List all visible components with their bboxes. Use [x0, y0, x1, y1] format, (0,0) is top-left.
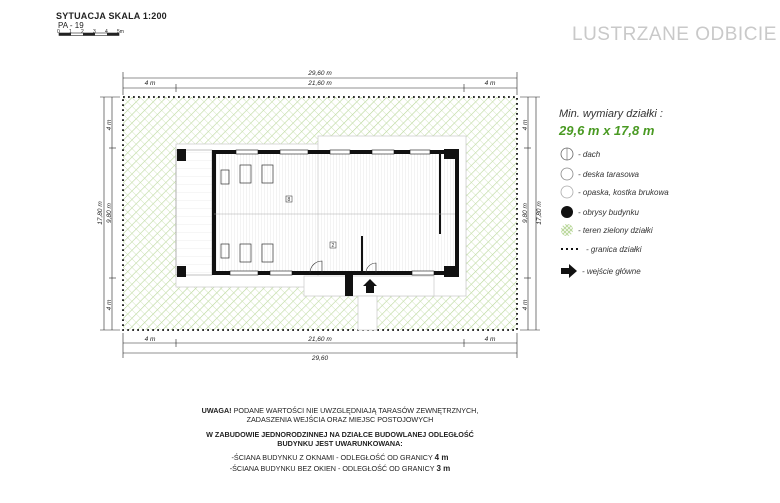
project-code: PA - 19 [58, 21, 84, 30]
legend-item-opaska: - opaska, kostka brukowa [560, 185, 669, 199]
windows [229, 149, 435, 276]
scale-tick: 2 [81, 29, 84, 35]
entrance-arrow-icon [363, 279, 377, 293]
circle-icon [560, 185, 574, 199]
dim-top-total: 29,60 m [307, 70, 332, 77]
dim-left-bottom: 4 m [106, 299, 113, 310]
room-label: 2 [332, 243, 335, 249]
legend-item-granica: - granica działki [560, 242, 642, 256]
dim-left-top: 4 m [106, 119, 113, 130]
arrow-right-icon [561, 264, 577, 278]
legend-item-dach: - dach [560, 147, 600, 161]
plot-boundary [122, 96, 518, 331]
note-text: -ŚCIANA BUDYNKU BEZ OKIEN - ODLEGŁOŚĆ OD… [229, 464, 437, 473]
legend-label: - granica działki [586, 244, 642, 254]
dim-bottom-left: 4 m [145, 336, 156, 343]
note-text: -ŚCIANA BUDYNKU Z OKNAMI - ODLEGŁOŚĆ OD … [231, 453, 435, 462]
note-line-1: UWAGA! PODANE WARTOŚCI NIE UWZGLĘDNIAJĄ … [120, 406, 560, 415]
room-label: 8 [288, 197, 291, 203]
note-value: 3 m [436, 464, 451, 473]
dim-top-inner: 21,60 m [307, 80, 332, 87]
circle-icon [560, 167, 574, 181]
legend-label: - dach [578, 149, 601, 159]
dim-top-right: 4 m [485, 80, 496, 87]
doors [309, 260, 377, 274]
dim-right-total: 17,80 m [536, 201, 543, 225]
dim-bottom-right: 4 m [485, 336, 496, 343]
note-line-5: -ŚCIANA BUDYNKU Z OKNAMI - ODLEGŁOŚĆ OD … [120, 453, 560, 462]
min-plot-label: Min. wymiary działki : [559, 108, 663, 120]
dim-top-left: 4 m [145, 80, 156, 87]
note-line-6: -ŚCIANA BUDYNKU BEZ OKIEN - ODLEGŁOŚĆ OD… [120, 464, 560, 473]
scale-tick: 1 [69, 29, 72, 35]
legend-label: - wejście główne [582, 266, 641, 276]
min-plot-value: 29,6 m x 17,8 m [559, 123, 655, 138]
terrace [175, 149, 213, 276]
dimension-lines [100, 72, 540, 358]
dim-left-mid: 9,80 m [106, 202, 113, 222]
note-line-3: W ZABUDOWIE JEDNORODZINNEJ NA DZIAŁCE BU… [206, 430, 474, 439]
scale-tick: 3 [93, 29, 96, 35]
dim-right-mid: 9,80 m [522, 202, 529, 222]
dotted-line-icon [561, 248, 581, 250]
dim-bottom-total: 29,60 [311, 355, 329, 362]
note-line-2: ZADASZENIA WEJŚCIA ORAZ MIEJSC POSTOJOWY… [246, 415, 434, 424]
legend-label: - deska tarasowa [578, 169, 639, 179]
note-warning: UWAGA! [201, 406, 232, 415]
legend-label: - teren zielony działki [578, 225, 653, 235]
scale-ticks: 0 1 2 3 4 5m [57, 29, 137, 35]
note-value: 4 m [434, 453, 449, 462]
scale-tick: 4 [105, 29, 108, 35]
legend-item-obrysy: - obrysy budynku [560, 205, 639, 219]
legend-item-deska: - deska tarasowa [560, 167, 639, 181]
dim-bottom-inner: 21,60 m [307, 336, 332, 343]
green-hatch-icon [561, 224, 573, 236]
note-line-4: BUDYNKU JEST UWARUNKOWANA: [277, 439, 403, 448]
note-text: PODANE WARTOŚCI NIE UWZGLĘDNIAJĄ TARASÓW… [231, 406, 479, 415]
legend-label: - obrysy budynku [578, 207, 639, 217]
dim-right-bottom: 4 m [522, 299, 529, 310]
drawing-title: SYTUACJA SKALA 1:200 [56, 11, 167, 21]
legend-item-wejscie: - wejście główne [560, 264, 641, 278]
fixtures [214, 164, 455, 263]
dim-right-top: 4 m [522, 119, 529, 130]
dim-left-total: 17,80 m [97, 201, 104, 225]
scale-tick: 5m [117, 29, 124, 35]
mirror-label: LUSTRZANE ODBICIE [572, 24, 777, 45]
legend-item-teren: - teren zielony działki [560, 223, 653, 237]
legend-label: - opaska, kostka brukowa [578, 187, 669, 197]
half-circle-icon [560, 147, 574, 161]
scale-tick: 0 [57, 29, 60, 35]
floor [212, 154, 459, 273]
scale-bar [58, 32, 120, 36]
filled-circle-icon [561, 206, 573, 218]
